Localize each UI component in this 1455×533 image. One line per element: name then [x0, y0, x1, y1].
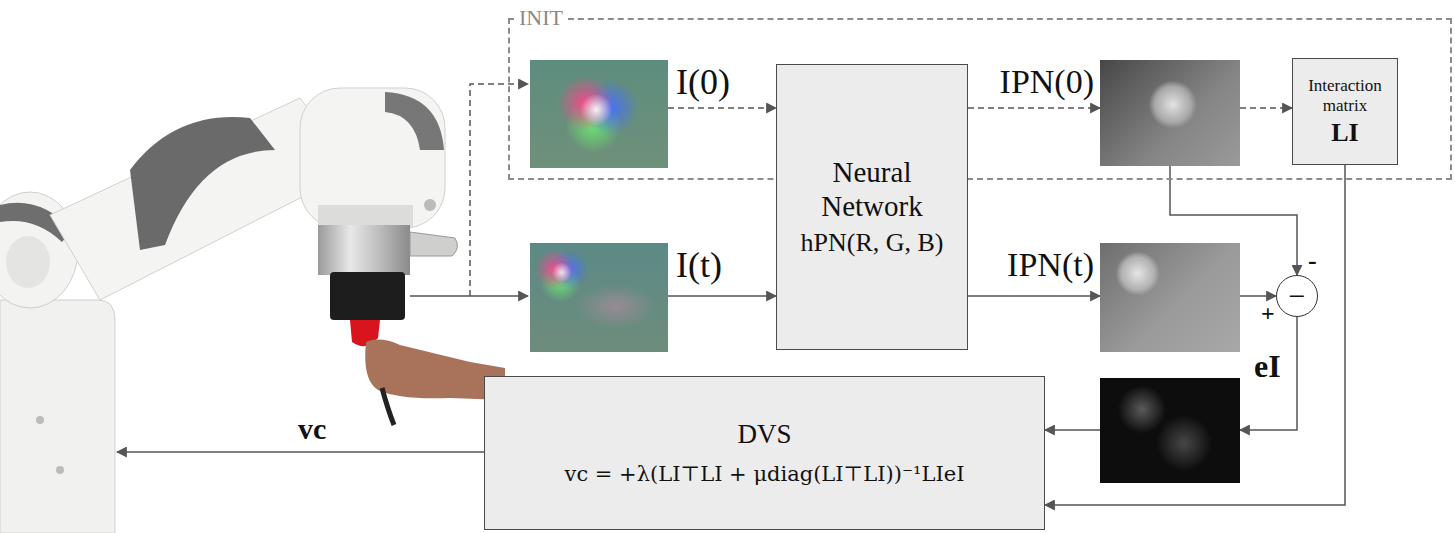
robot-gripper: [330, 272, 405, 320]
robot-screw: [424, 199, 436, 211]
robot-band: [130, 117, 275, 250]
node-label: IPN(t): [1007, 245, 1094, 285]
camera-feed-line: [410, 295, 528, 297]
robot-base: [0, 300, 115, 533]
robot-band: [385, 92, 444, 150]
signal-arrow: [1045, 429, 1100, 431]
signal-arrow: [1045, 165, 1345, 505]
subtract-junction: −: [1276, 275, 1318, 317]
sign-minus: -: [1308, 248, 1317, 274]
controller-box: DVS vc = +λ(LI⊤LI + μdiag(LI⊤LI))⁻¹LIeI: [484, 376, 1045, 530]
velocity-command-line: [117, 451, 484, 453]
node-label: IPN(0): [1000, 62, 1094, 102]
node-body: LI: [1331, 118, 1358, 148]
node-body: vc = +λ(LI⊤LI + μdiag(LI⊤LI))⁻¹LIeI: [565, 460, 965, 488]
neural-network-box: Neural Network hPN(R, G, B): [776, 64, 968, 350]
signal-arrow: [668, 107, 776, 109]
signal-arrow: [1240, 295, 1276, 297]
node-label: I(0): [676, 62, 730, 102]
init-region: INITI(0)IPN(0)Interaction matrixLI: [508, 18, 1452, 180]
processed-image: IPN(0): [1100, 60, 1240, 166]
robot-elbow: [300, 88, 445, 228]
sign-plus: +: [1261, 300, 1275, 326]
signal-arrow: [1240, 317, 1297, 430]
signal-arrow: [968, 295, 1100, 297]
node-label: eI: [1254, 348, 1281, 384]
node-label: −: [1289, 281, 1306, 311]
robot-camera-mount: [318, 225, 410, 275]
robot-camera: [410, 232, 457, 256]
node-label: INIT: [514, 6, 568, 30]
robot-flange: [318, 205, 413, 227]
robot-screw: [56, 466, 64, 474]
signal-arrow: [668, 295, 776, 297]
node-label: DVS: [737, 418, 791, 450]
input-image: I(t): [530, 243, 668, 352]
camera-init-line: [470, 84, 528, 296]
robot-joint: [6, 236, 50, 288]
signal-arrow: [968, 107, 1100, 109]
processed-image: IPN(t): [1100, 243, 1240, 352]
signal-arrow: [1240, 107, 1292, 109]
node-label: I(t): [676, 245, 722, 285]
interaction-matrix-box: Interaction matrixLI: [1292, 58, 1398, 165]
signal-name: vc: [298, 412, 326, 446]
robot-screw: [36, 416, 44, 424]
error-image: eI: [1100, 378, 1240, 483]
cable: [382, 388, 394, 425]
node-label: Interaction matrix: [1299, 76, 1391, 116]
input-image: I(0): [530, 60, 668, 168]
node-label: Neural Network: [783, 155, 961, 223]
node-body: hPN(R, G, B): [800, 227, 943, 259]
